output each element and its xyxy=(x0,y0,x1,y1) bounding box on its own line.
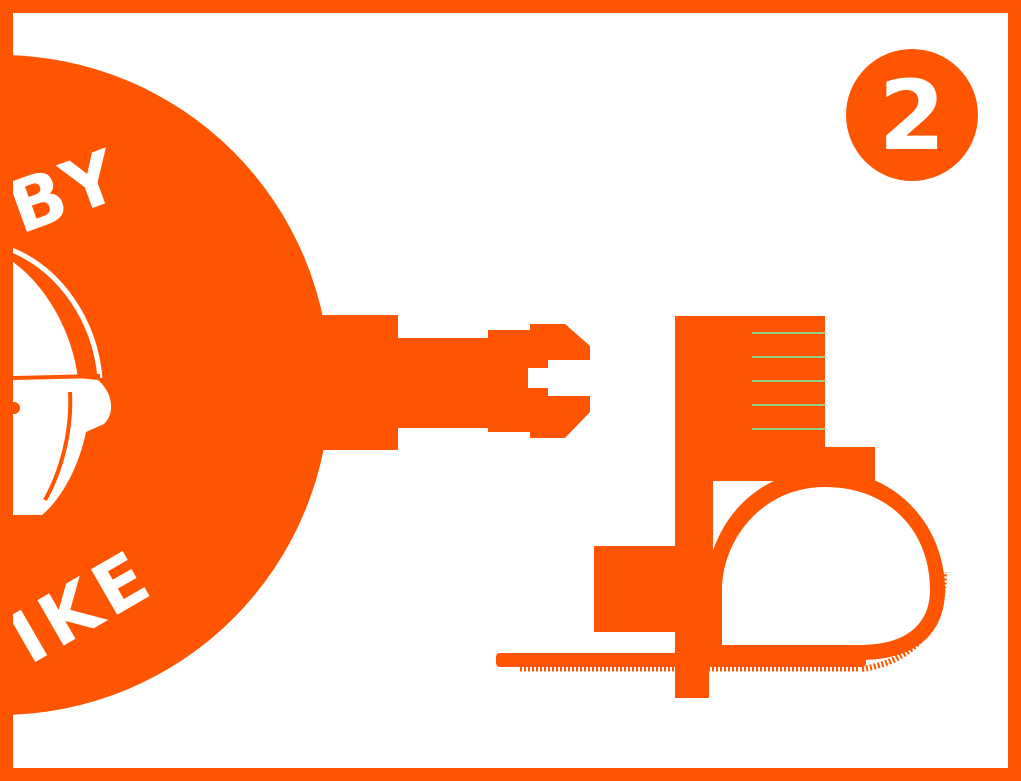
logo-disc xyxy=(13,55,330,715)
logo-figure-stroke xyxy=(43,391,73,501)
mount-clamp-icon xyxy=(594,316,945,660)
mount-post xyxy=(675,316,825,466)
mount-clamp-ring xyxy=(705,470,945,660)
step-badge-circle xyxy=(846,49,978,181)
cable-tie-icon xyxy=(496,571,947,698)
logo-figure xyxy=(13,262,112,515)
mount-side-block xyxy=(594,546,680,632)
connector-head xyxy=(488,324,590,438)
cable-tie-head xyxy=(675,625,709,698)
connector-neck xyxy=(398,338,490,428)
logo-disc-icon: BY IKE xyxy=(13,55,330,715)
jack-connector-icon xyxy=(250,315,590,450)
step-number: 2 xyxy=(879,60,946,172)
step-badge: 2 xyxy=(846,49,978,181)
logo-figure-arc xyxy=(13,247,103,379)
logo-figure-dot xyxy=(13,402,20,414)
mount-marking-lines xyxy=(752,332,826,430)
connector-base xyxy=(250,315,398,450)
logo-figure-divider xyxy=(13,374,101,380)
